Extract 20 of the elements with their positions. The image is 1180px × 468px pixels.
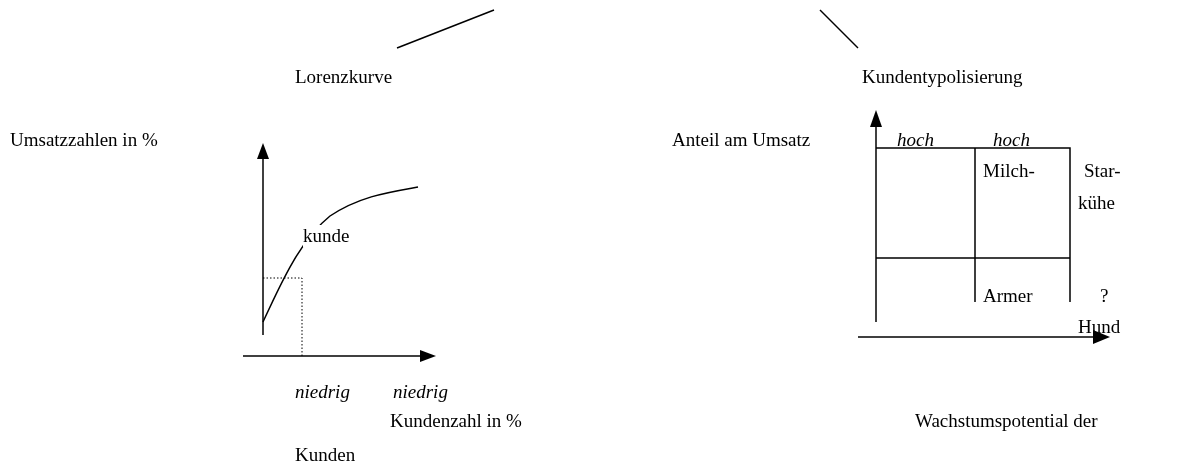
quadrant-label: Hund — [1078, 316, 1121, 338]
branch-line — [819, 9, 859, 49]
quadrant-label: Armer — [983, 285, 1033, 307]
scale-label: hoch — [993, 129, 1030, 151]
quadrant-label: ? — [1100, 285, 1109, 307]
scale-label: niedrig — [295, 381, 350, 403]
quadrant-label: Star- — [1084, 160, 1121, 182]
axis-label: Kunden — [295, 444, 356, 466]
section-heading: Lorenzkurve — [295, 48, 393, 88]
scale-label: niedrig — [393, 381, 448, 403]
quadrant-label: kühe — [1078, 192, 1115, 214]
quadrant-label: kunde — [303, 225, 350, 247]
section-heading: Kundentypolisierung — [856, 48, 1023, 88]
axis-label: Anteil am Umsatz — [672, 129, 811, 151]
axis-label: Kundenzahl in % — [390, 410, 522, 432]
scale-label: hoch — [897, 129, 934, 151]
branch-line — [396, 9, 495, 49]
axis-label: Umsatzzahlen in % — [10, 129, 158, 151]
quadrant-label: Milch- — [983, 160, 1035, 182]
axis-label: Wachstumspotential der — [915, 410, 1098, 432]
